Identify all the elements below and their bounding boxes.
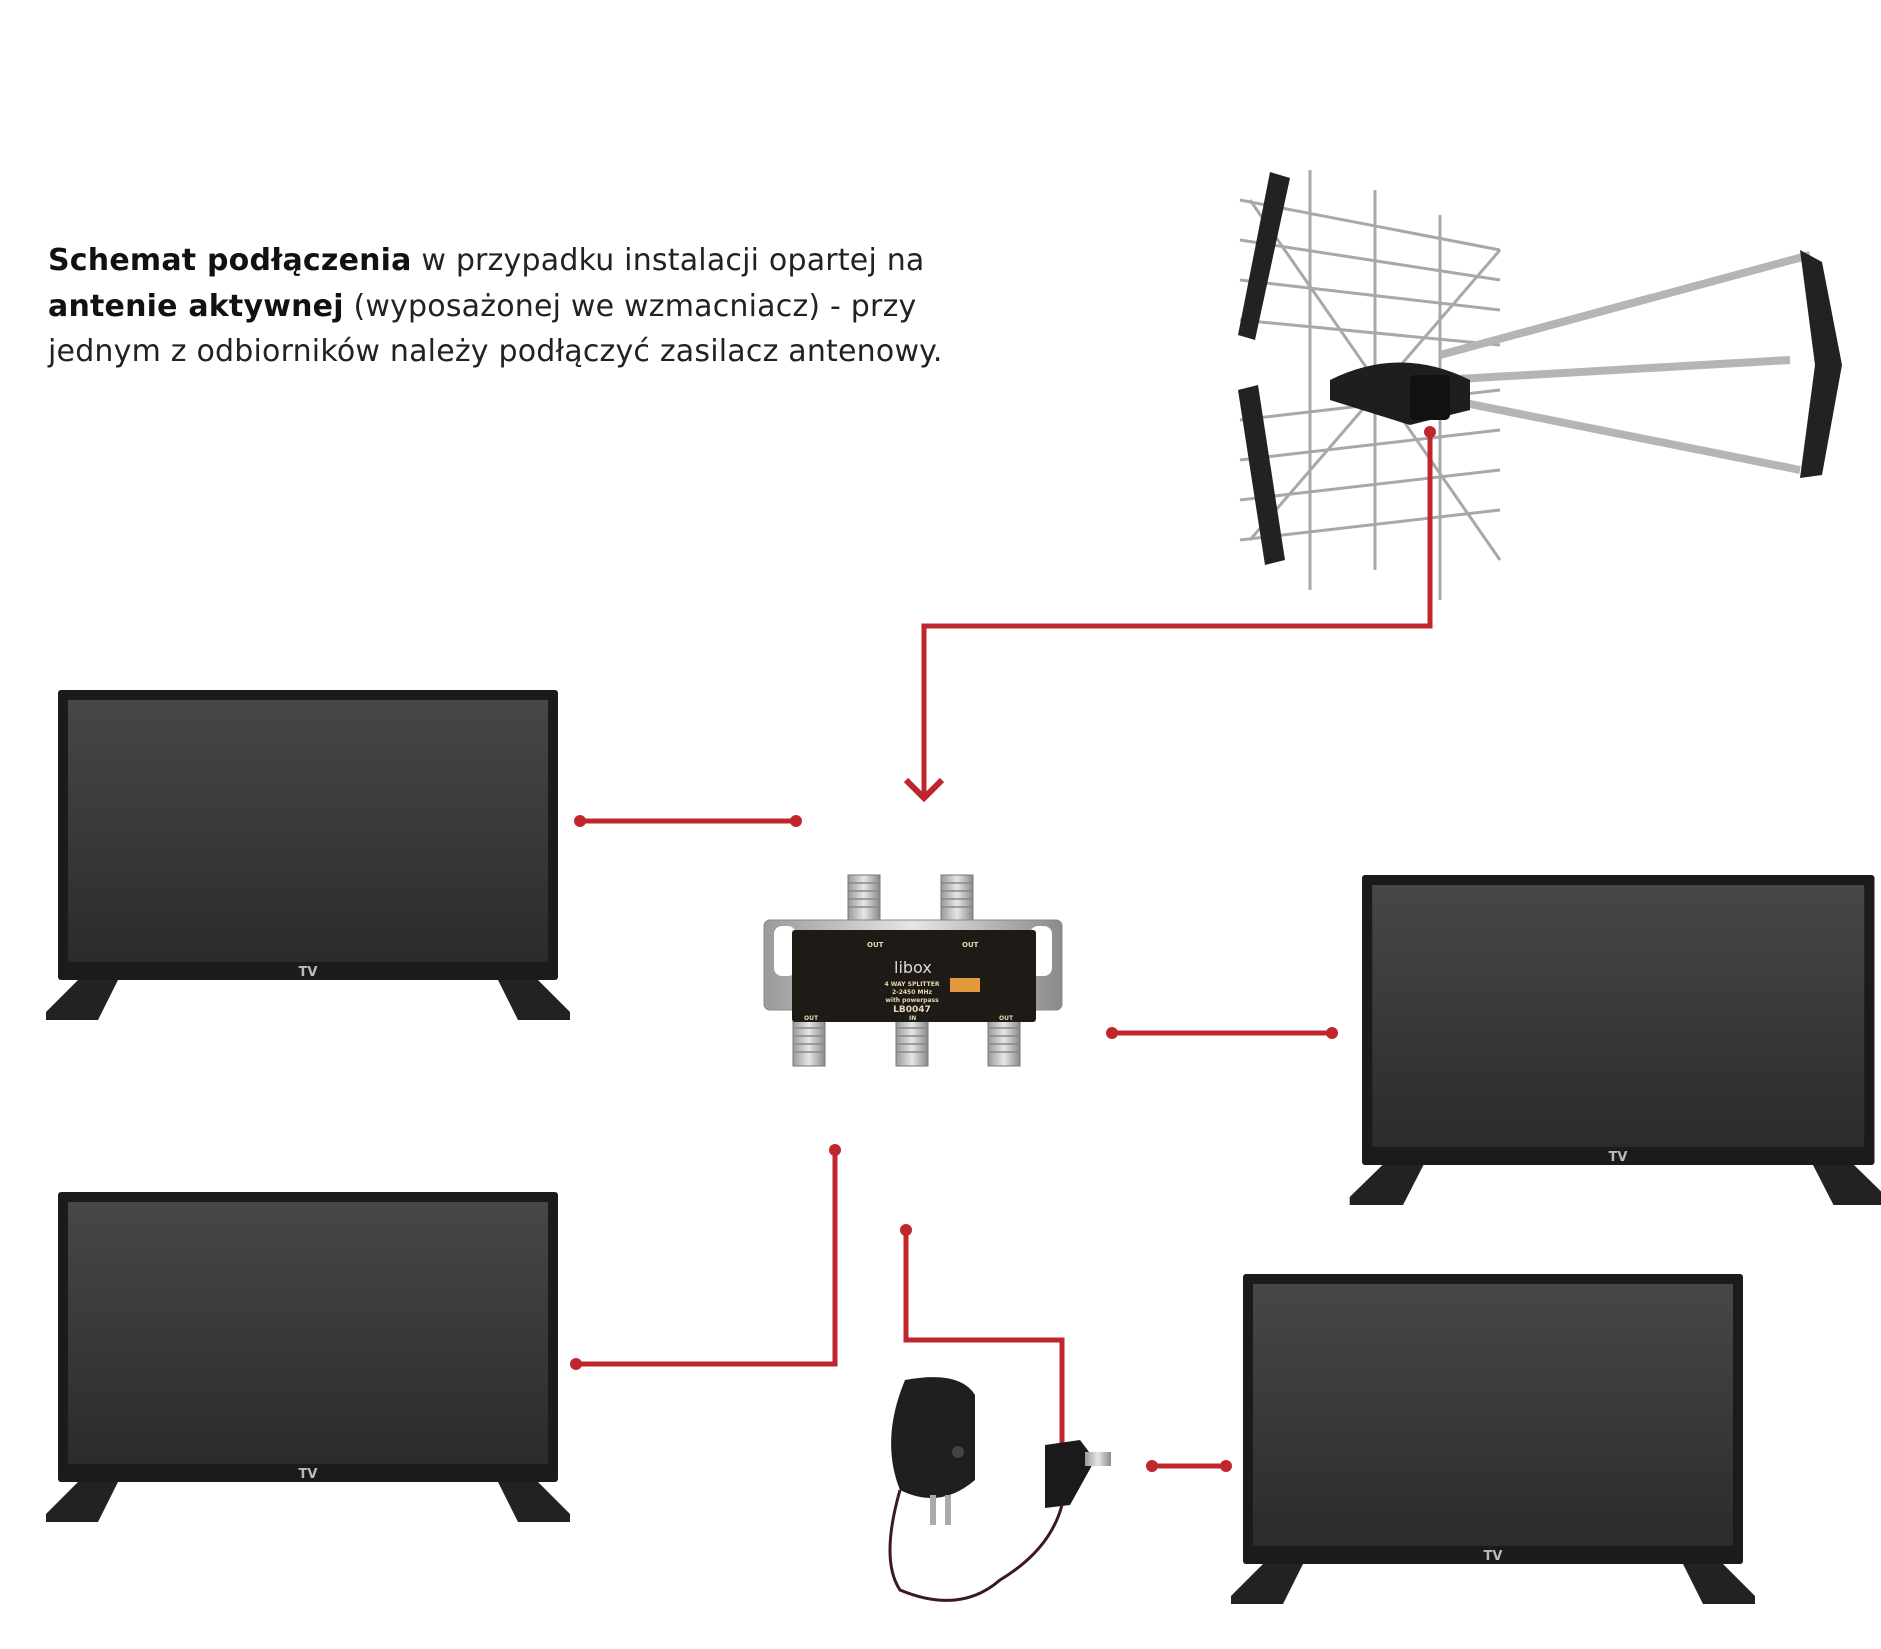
- splitter: OUT OUT libox 4 WAY SPLITTER 2-2450 MHz …: [763, 874, 1063, 1067]
- desc-text-2: (wyposażonej we wzmacniacz) - przy jedny…: [48, 288, 943, 370]
- desc-bold-1: Schemat podłączenia: [48, 243, 412, 278]
- port-in-label: IN: [909, 1015, 916, 1022]
- antenna-to-splitter-line: [921, 432, 1433, 795]
- connection-lines: [576, 432, 1433, 1500]
- tv3-line: [576, 1150, 838, 1367]
- desc-text-1: w przypadku instalacji opartej na: [411, 243, 925, 278]
- tv-4: TV: [1231, 1274, 1755, 1604]
- desc-bold-2: antenie aktywnej: [48, 288, 344, 324]
- splitter-note: with powerpass: [885, 997, 939, 1004]
- splitter-brand: libox: [894, 958, 932, 977]
- tv-label: TV: [1609, 1150, 1628, 1165]
- power-supply-icon: [888, 1377, 1111, 1602]
- tv-1: TV: [46, 690, 570, 1020]
- powersupply-line: [903, 1230, 1065, 1500]
- antenna-icon: [1238, 170, 1842, 600]
- port-out-label: OUT: [804, 1015, 819, 1022]
- tv-label: TV: [299, 1467, 318, 1482]
- splitter-model: LB0047: [893, 1005, 931, 1015]
- tv-2: TV: [1349, 875, 1881, 1205]
- description-text: Schemat podłączenia w przypadku instalac…: [48, 238, 948, 375]
- port-out-label: OUT: [962, 941, 979, 949]
- arrow-head-icon: [903, 777, 945, 803]
- tv-label: TV: [1484, 1549, 1503, 1564]
- port-out-label: OUT: [999, 1015, 1014, 1022]
- splitter-title: 4 WAY SPLITTER: [885, 981, 940, 988]
- splitter-freq: 2-2450 MHz: [892, 989, 932, 996]
- tv-label: TV: [299, 965, 318, 980]
- tv-3: TV: [46, 1192, 570, 1522]
- port-out-label: OUT: [867, 941, 884, 949]
